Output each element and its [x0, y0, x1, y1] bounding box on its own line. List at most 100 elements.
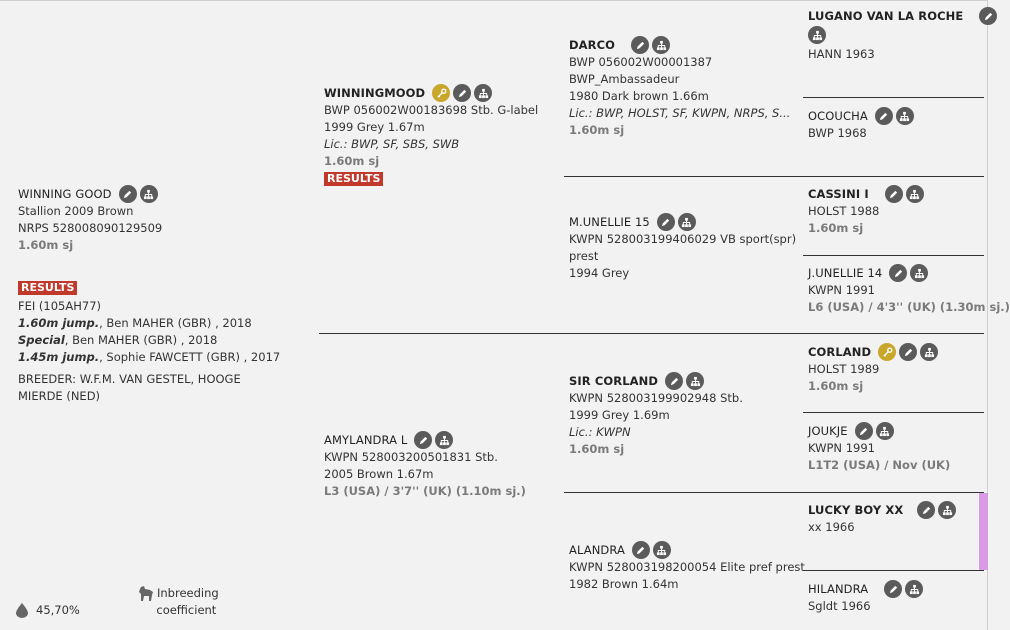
pedigree-icon[interactable] [435, 431, 454, 449]
divider [803, 97, 984, 98]
horse-icon [138, 586, 154, 601]
ssd-name[interactable]: OCOUCHA [808, 108, 868, 123]
dam-info-1: KWPN 528003200501831 Stb. [324, 450, 498, 464]
dd-info-1: KWPN 528003198200054 Elite pref prest [569, 560, 805, 574]
ds-info-1: KWPN 528003199902948 Stb. [569, 391, 743, 405]
pedigree-icon[interactable] [677, 213, 696, 231]
dd-info-2: 1982 Brown 1.64m [569, 577, 679, 591]
ss-info-2: BWP_Ambassadeur [569, 72, 680, 86]
sdd-level: L6 (USA) / 4'3'' (UK) (1.30m sj.) [808, 300, 1010, 314]
pencil-icon[interactable] [899, 343, 918, 361]
pencil-icon[interactable] [884, 185, 903, 203]
divider [803, 255, 984, 256]
ds-licences: Lic.: KWPN [569, 425, 631, 439]
performance-row: 1.60m jump., Ben MAHER (GBR) , 2018 [18, 315, 303, 332]
pedigree-icon[interactable] [652, 36, 671, 54]
dsd-name[interactable]: JOUKJE [808, 423, 848, 438]
dss-level: 1.60m sj [808, 379, 864, 393]
sire-info-1: BWP 056002W00183698 Stb. G-label [324, 103, 539, 117]
sdd-cell: J.UNELLIE 14 KWPN 1991 L6 (USA) / 4'3'' … [808, 264, 1010, 316]
pedigree-icon[interactable] [474, 84, 493, 102]
dam-cell: AMYLANDRA L KWPN 528003200501831 Stb. 20… [324, 431, 526, 500]
inbreeding-label-2: coefficient [156, 603, 217, 617]
ds-level: 1.60m sj [569, 442, 625, 456]
dam-level: L3 (USA) / 3'7'' (UK) (1.10m sj.) [324, 484, 526, 498]
dam-info-2: 2005 Brown 1.67m [324, 467, 434, 481]
results-button[interactable]: RESULTS [18, 281, 78, 295]
key-icon[interactable] [878, 343, 897, 361]
dds-cell: LUCKY BOY XX xx 1966 [808, 501, 957, 536]
ddd-cell: HILANDRA Sgldt 1966 [808, 580, 924, 615]
dss-name[interactable]: CORLAND [808, 344, 872, 359]
pedigree-icon[interactable] [910, 264, 929, 282]
inbreeding-label-1: Inbreeding [157, 586, 219, 600]
ddd-info-1: Sgldt 1966 [808, 599, 871, 613]
sire-licences: Lic.: BWP, SF, SBS, SWB [324, 137, 460, 151]
pencil-icon[interactable] [874, 107, 893, 125]
sdd-info-1: KWPN 1991 [808, 283, 875, 297]
pencil-icon[interactable] [665, 372, 683, 390]
pencil-icon[interactable] [854, 422, 873, 440]
pedigree-icon[interactable] [686, 372, 704, 390]
sds-info-1: HOLST 1988 [808, 204, 880, 218]
dds-name[interactable]: LUCKY BOY XX [808, 502, 904, 517]
fei-id: FEI (105AH77) [18, 299, 101, 313]
pencil-icon[interactable] [631, 541, 650, 559]
ssd-info-1: BWP 1968 [808, 126, 867, 140]
sd-info-3: 1994 Grey [569, 266, 630, 280]
ss-info-1: BWP 056002W00001387 [569, 55, 713, 69]
dam-name[interactable]: AMYLANDRA L [324, 432, 408, 447]
sd-name[interactable]: M.UNELLIE 15 [569, 214, 650, 229]
pedigree-icon[interactable] [808, 26, 826, 44]
sire-results-button[interactable]: RESULTS [324, 172, 384, 186]
ds-name[interactable]: SIR CORLAND [569, 373, 658, 388]
pedigree-icon[interactable] [895, 107, 914, 125]
ds-cell: SIR CORLAND KWPN 528003199902948 Stb. 19… [569, 372, 743, 458]
pencil-icon[interactable] [979, 7, 998, 25]
sdd-name[interactable]: J.UNELLIE 14 [808, 265, 883, 280]
pencil-icon[interactable] [917, 501, 936, 519]
subject-name[interactable]: WINNING GOOD [18, 186, 112, 201]
inbreeding-label: Inbreeding coefficient [138, 585, 219, 619]
pencil-icon[interactable] [414, 431, 433, 449]
ss-name[interactable]: DARCO [569, 37, 616, 52]
sss-name[interactable]: LUGANO VAN LA ROCHE [808, 8, 964, 23]
sss-cell: LUGANO VAN LA ROCHE HANN 1963 [808, 7, 998, 63]
performance-level: Special [18, 333, 65, 347]
ss-level: 1.60m sj [569, 123, 625, 137]
pencil-icon[interactable] [453, 84, 472, 102]
breeder: BREEDER: W.F.M. VAN GESTEL, HOOGE MIERDE… [18, 372, 241, 403]
key-icon[interactable] [432, 84, 451, 102]
pedigree-icon[interactable] [905, 580, 924, 598]
inbreeding-value: 45,70% [36, 603, 80, 617]
sss-info-1: HANN 1963 [808, 46, 875, 61]
pedigree-icon[interactable] [139, 185, 158, 203]
pencil-icon[interactable] [118, 185, 137, 203]
pedigree-icon[interactable] [938, 501, 957, 519]
pedigree-icon[interactable] [905, 185, 924, 203]
dds-info-1: xx 1966 [808, 520, 855, 534]
sire-name[interactable]: WINNINGMOOD [324, 85, 426, 100]
pedigree-icon[interactable] [920, 343, 939, 361]
dd-name[interactable]: ALANDRA [569, 542, 625, 557]
sd-info-2: prest [569, 249, 599, 263]
ddd-name[interactable]: HILANDRA [808, 581, 869, 596]
pedigree-icon[interactable] [875, 422, 894, 440]
sds-name[interactable]: CASSINI I [808, 186, 869, 201]
sd-cell: M.UNELLIE 15 KWPN 528003199406029 VB spo… [569, 213, 796, 282]
divider [564, 492, 984, 493]
ds-info-2: 1999 Grey 1.69m [569, 408, 670, 422]
pedigree-icon[interactable] [652, 541, 671, 559]
pencil-icon[interactable] [631, 36, 650, 54]
divider [564, 176, 984, 177]
pencil-icon[interactable] [884, 580, 903, 598]
pencil-icon[interactable] [889, 264, 908, 282]
sire-cell: WINNINGMOOD BWP 056002W00183698 Stb. G-l… [324, 84, 538, 187]
divider [803, 570, 984, 571]
performance-level: 1.60m jump. [18, 316, 100, 330]
pencil-icon[interactable] [656, 213, 675, 231]
ss-info-3: 1980 Dark brown 1.66m [569, 89, 709, 103]
sd-info-1: KWPN 528003199406029 VB sport(spr) [569, 232, 797, 246]
dss-cell: CORLAND HOLST 1989 1.60m sj [808, 343, 939, 395]
